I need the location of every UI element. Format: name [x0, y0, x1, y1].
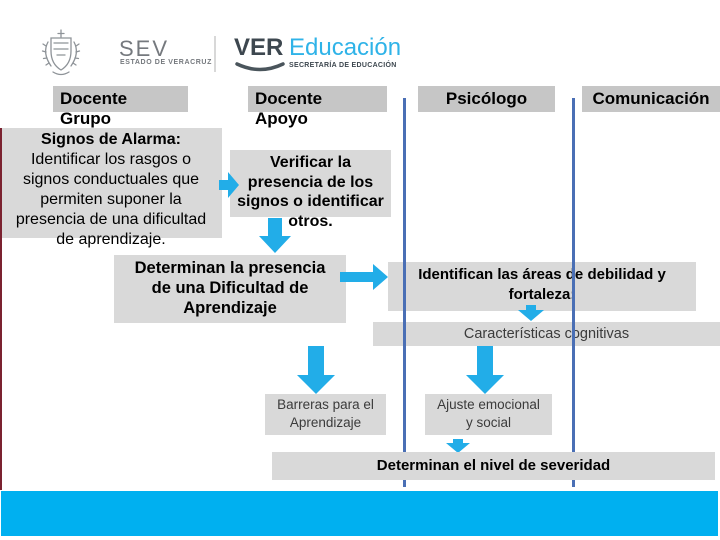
box-determinan-presencia: Determinan la presencia de una Dificulta… — [114, 255, 346, 323]
box-ajuste-emocional: Ajuste emocional y social — [425, 394, 552, 435]
column-header-label: Docente Grupo — [60, 89, 128, 128]
column-header-psicologo: Psicólogo — [418, 86, 555, 112]
educacion-logo-subtitle: SECRETARÍA DE EDUCACIÓN — [289, 62, 397, 69]
box-verificar: Verificar la presencia de los signos o i… — [230, 150, 391, 230]
logo-divider — [214, 36, 216, 72]
box-signos-alarma: Signos de Alarma: Identificar los rasgos… — [0, 128, 222, 248]
column-header-docente-apoyo: Docente Apoyo — [248, 86, 387, 128]
arrow-right-icon — [219, 169, 239, 201]
left-accent-line — [0, 128, 2, 490]
column-header-docente-grupo: Docente Grupo — [53, 86, 188, 128]
sev-logo-subtitle: ESTADO DE VERACRUZ — [120, 59, 212, 66]
column-header-label: Docente Apoyo — [255, 89, 323, 128]
box-nivel-severidad: Determinan el nivel de severidad — [272, 452, 715, 480]
arrow-down-icon — [515, 305, 547, 321]
arrow-right-icon — [340, 261, 388, 293]
ver-swoosh-icon — [235, 61, 285, 73]
arrow-down-icon — [466, 346, 504, 394]
box-signos-alarma-body: Identificar los rasgos o signos conductu… — [15, 151, 207, 248]
sev-crest-icon — [40, 29, 82, 77]
column-header-comunicacion: Comunicación — [582, 86, 720, 112]
footer-accent-bar — [1, 491, 718, 536]
sev-logo-text: SEV — [119, 36, 170, 61]
box-signos-alarma-title: Signos de Alarma: — [41, 131, 181, 148]
column-divider-line — [572, 98, 575, 487]
educacion-logo-text: Educación — [289, 34, 402, 61]
arrow-down-icon — [443, 439, 473, 453]
ver-logo-text: VER — [234, 34, 284, 61]
column-divider-line — [403, 98, 406, 487]
arrow-down-icon — [297, 346, 335, 394]
box-identifican-areas: Identifican las áreas de debilidad y for… — [388, 262, 696, 311]
arrow-down-icon — [257, 218, 293, 253]
box-caracteristicas-cognitivas: Características cognitivas — [373, 322, 720, 346]
box-barreras-aprendizaje: Barreras para el Aprendizaje — [265, 394, 386, 435]
